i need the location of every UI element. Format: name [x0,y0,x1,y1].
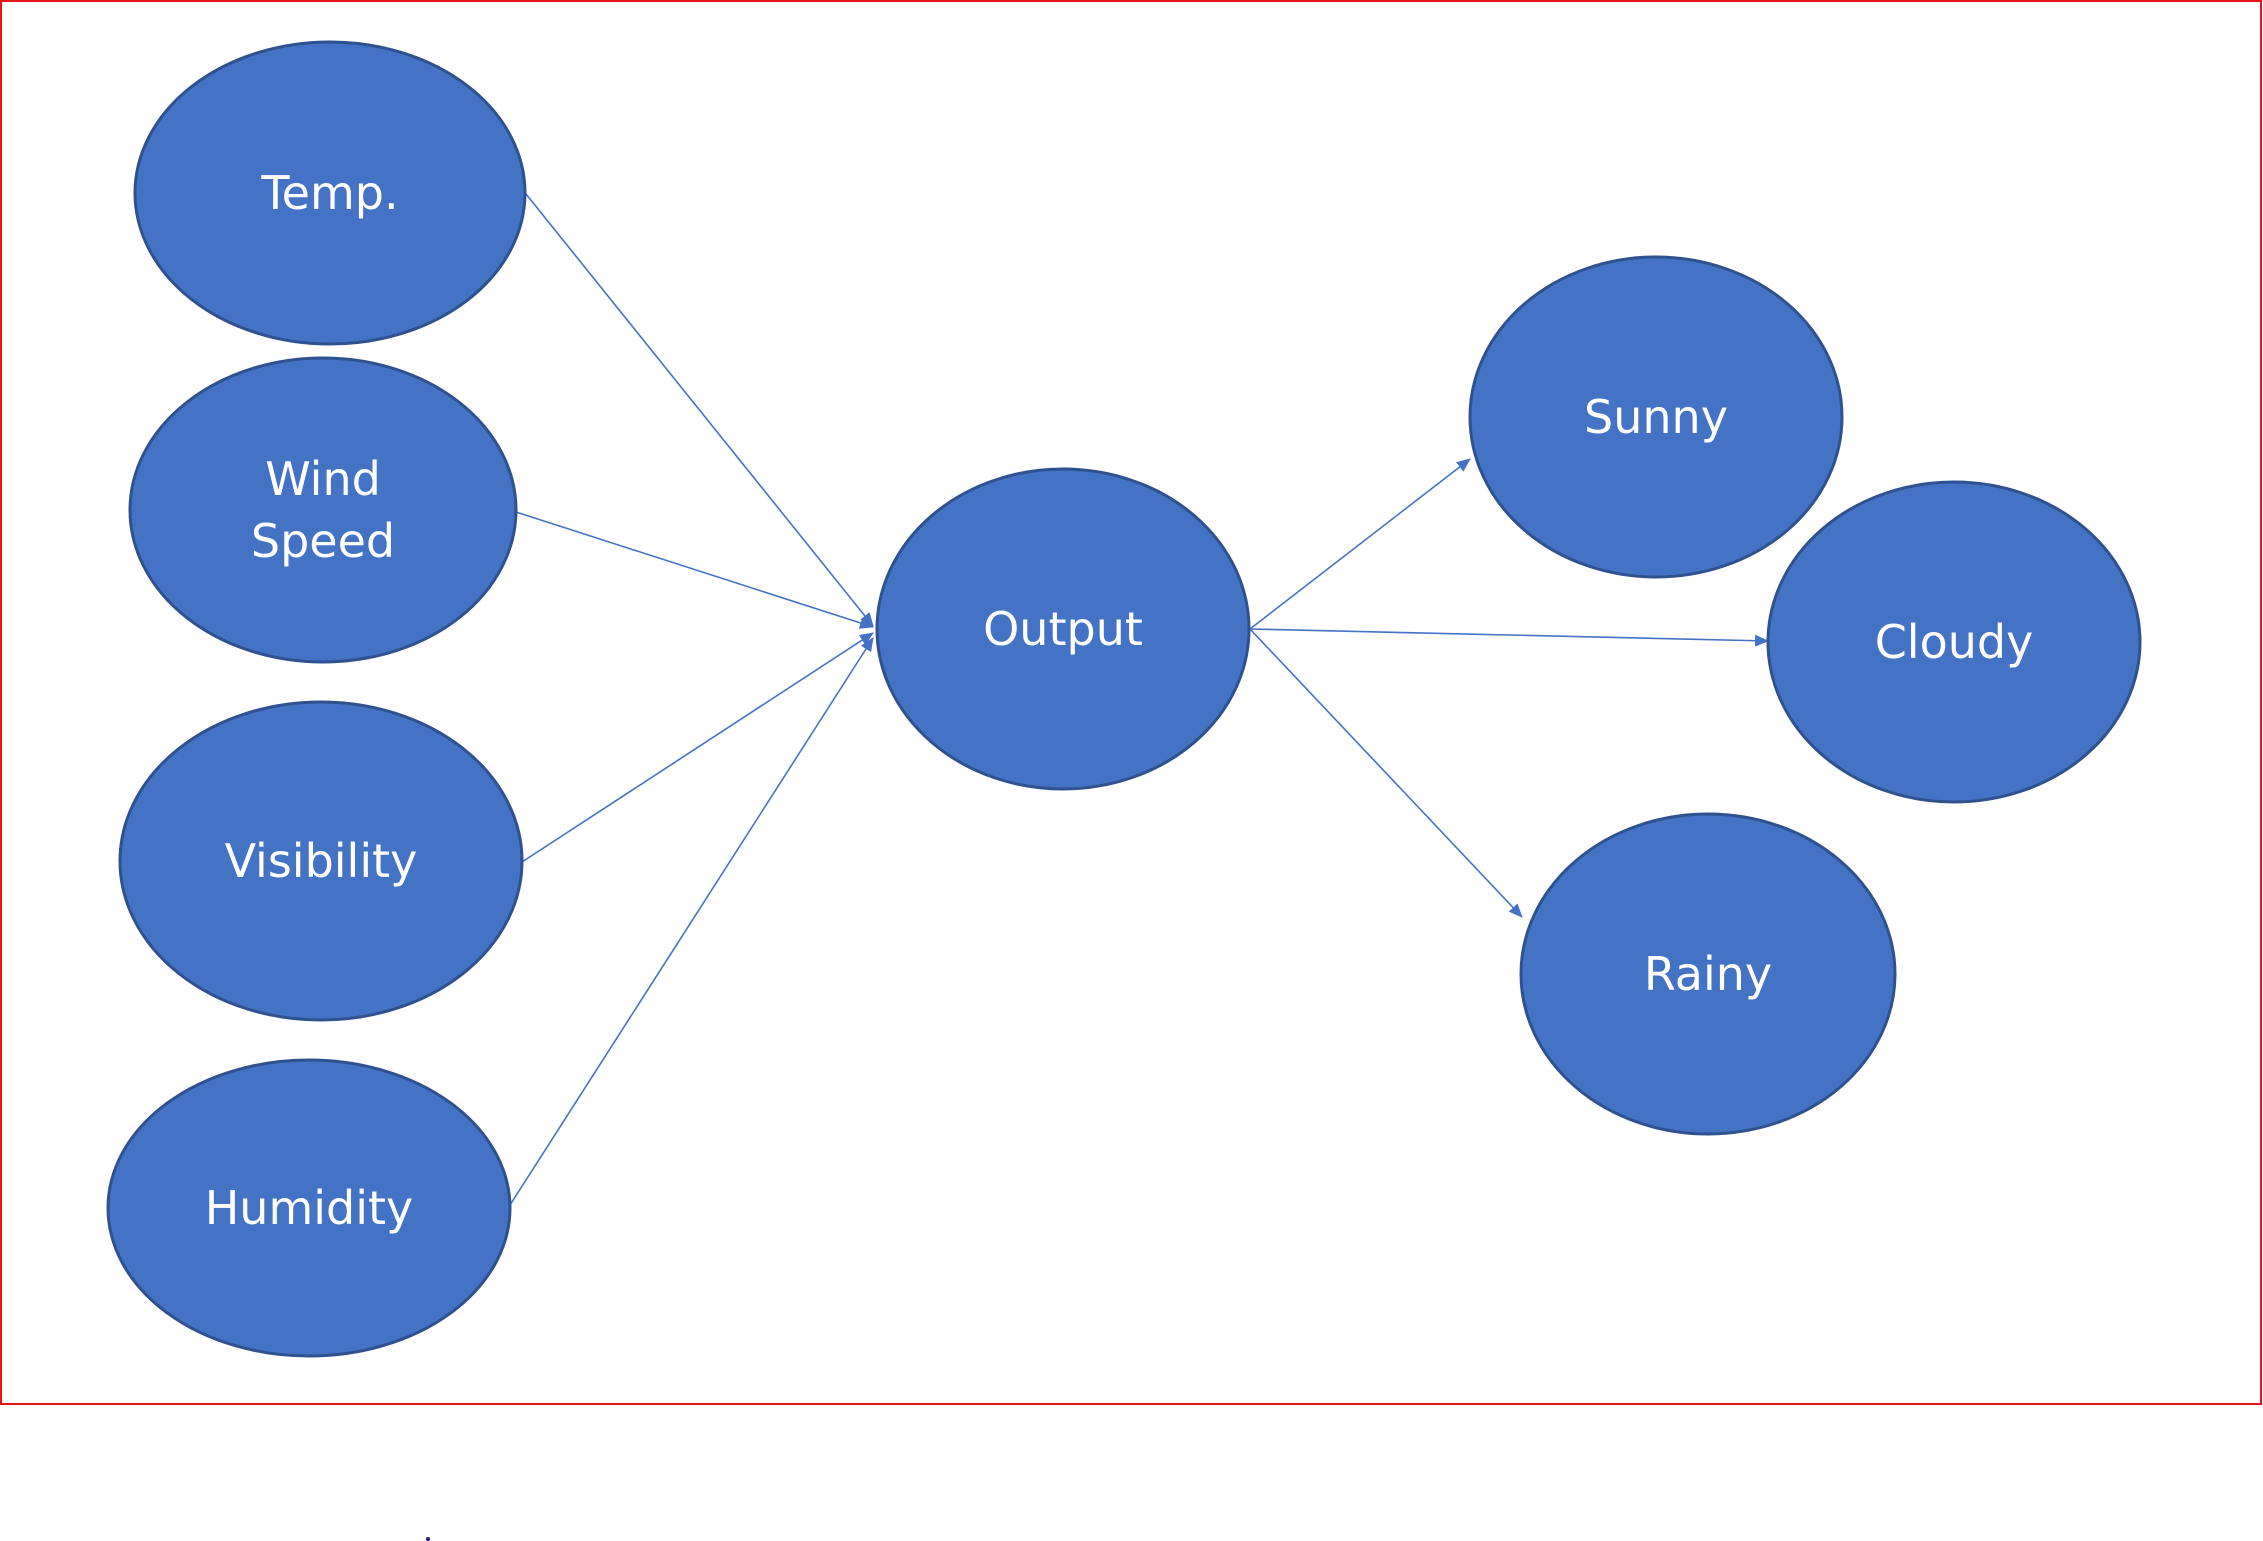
node-ellipse [128,356,518,664]
node-rainy: Rainy [1519,812,1897,1136]
node-label: Humidity [205,1181,414,1235]
edge-humidity-to-output [509,637,874,1206]
node-label: Cloudy [1875,615,2034,669]
node-label: Temp. [260,166,398,220]
node-ellipse [133,40,527,346]
node-label: Speed [251,514,395,568]
edge-output-to-sunny [1249,458,1471,630]
node-label: Visibility [225,834,418,888]
node-visibility: Visibility [118,700,524,1022]
stray-dot [426,1537,430,1541]
node-ellipse [1468,255,1844,579]
edges-layer [509,193,1769,1206]
node-ellipse [1519,812,1897,1136]
node-ellipse [1766,480,2142,804]
node-cloudy: Cloudy [1766,480,2142,804]
node-output: Output [875,467,1251,791]
node-ellipse [118,700,524,1022]
node-label: Sunny [1584,390,1728,444]
edge-output-to-cloudy [1249,628,1769,647]
edge-visibility-to-output [521,632,874,863]
edge-wind-speed-to-output [515,511,874,629]
edge-output-to-rainy [1249,628,1523,918]
node-label: Rainy [1644,947,1772,1001]
node-sunny: Sunny [1468,255,1844,579]
node-label: Output [983,602,1143,656]
node-temp: Temp. [133,40,527,346]
node-ellipse [875,467,1251,791]
edge-temp-to-output [525,193,874,627]
node-ellipse [106,1058,512,1358]
node-humidity: Humidity [106,1058,512,1358]
node-label: Wind [265,452,381,506]
